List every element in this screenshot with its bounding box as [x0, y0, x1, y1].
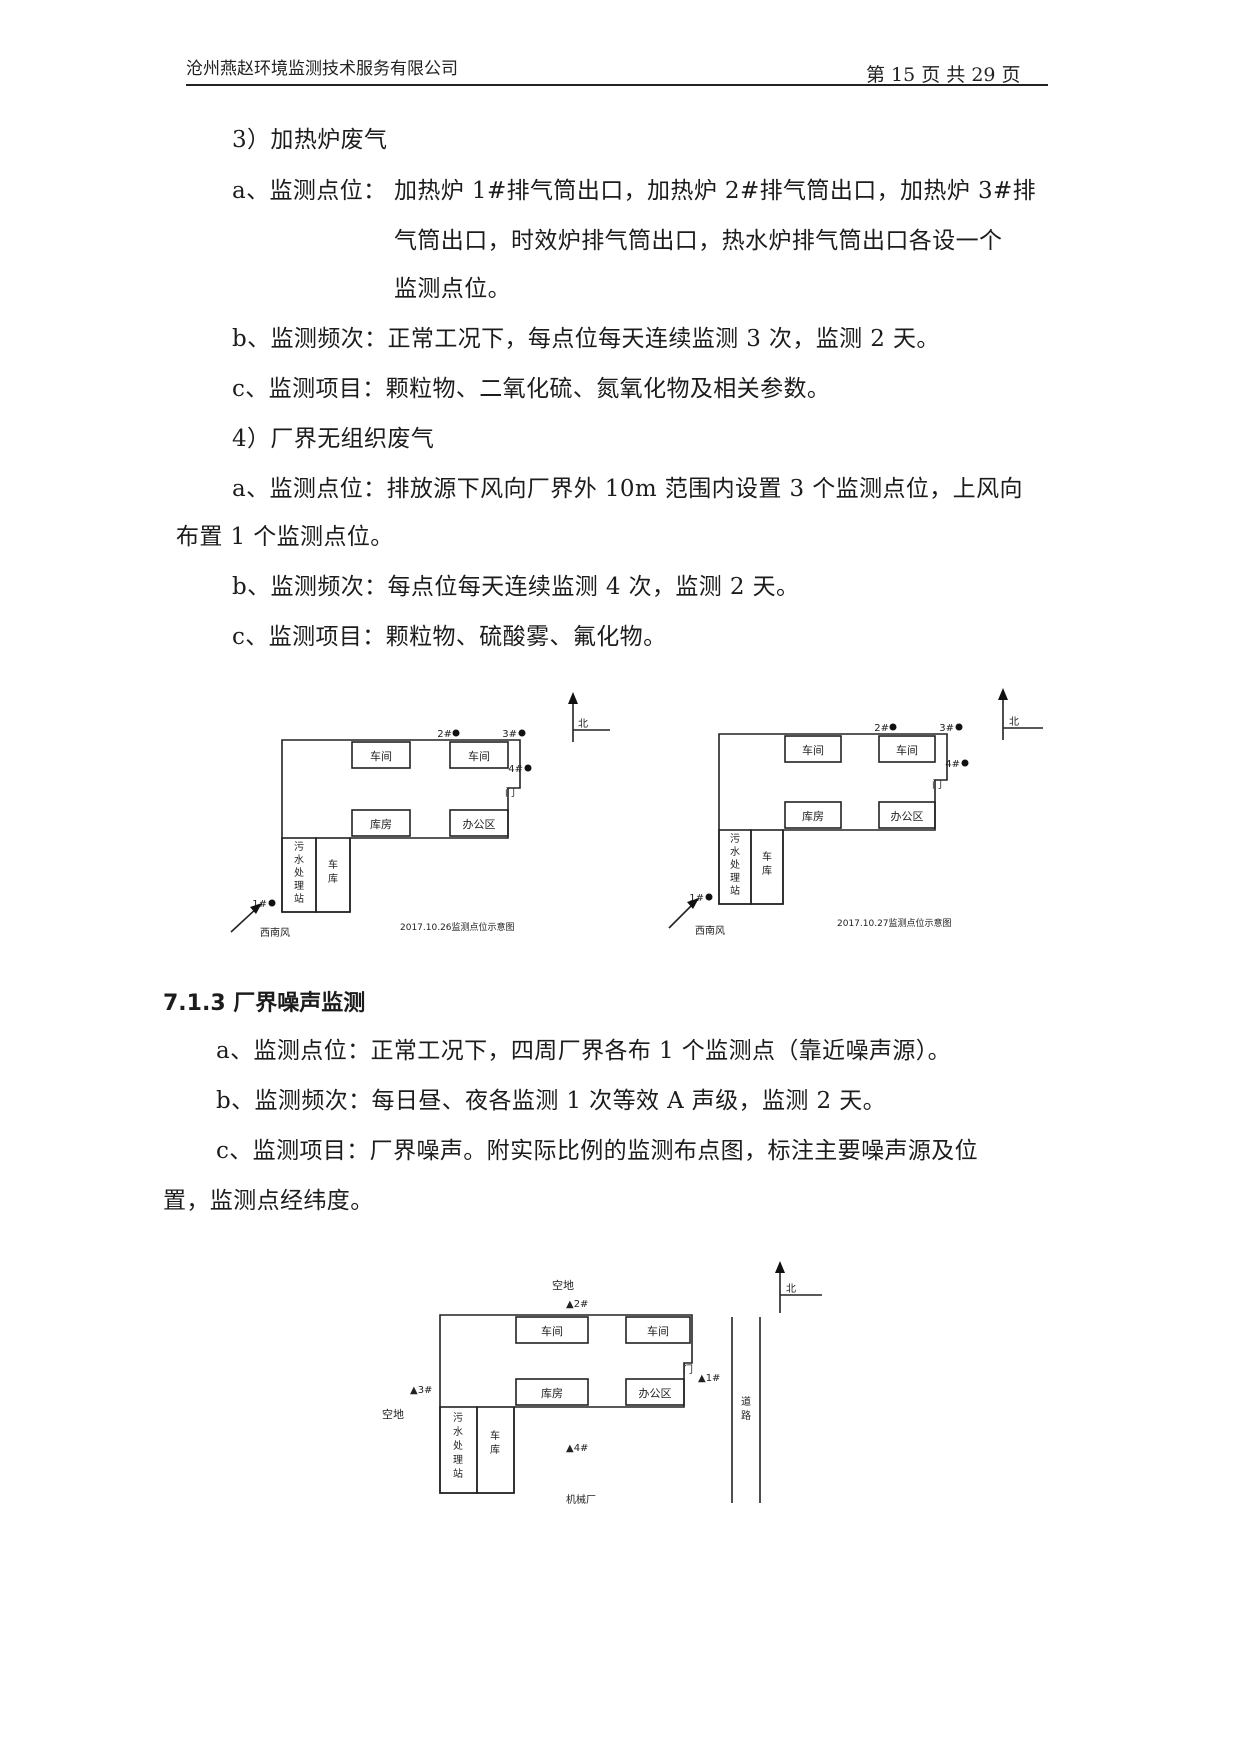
workshop-box — [878, 735, 936, 763]
machinery-plant-label: 机械厂 — [566, 1493, 596, 1506]
warehouse-box — [351, 809, 411, 837]
gate-label: 门 — [932, 778, 942, 791]
north-arrow-head — [568, 692, 578, 704]
point-2-marker — [889, 723, 897, 731]
garage-box — [750, 829, 784, 905]
workshop-label: 车间 — [370, 749, 392, 763]
garage-box — [476, 1406, 515, 1494]
workshop-label: 车间 — [802, 743, 824, 757]
diagram-caption: 2017.10.26监测点位示意图 — [400, 921, 515, 933]
point-3-marker — [518, 729, 526, 737]
wind-arrow-head — [250, 903, 262, 914]
workshop-box — [625, 1316, 691, 1344]
noise-point-2-label: ▲2# — [566, 1299, 588, 1310]
open-land-north-label: 空地 — [552, 1278, 574, 1292]
noise-c-line1: c、监测项目：厂界噪声。附实际比例的监测布点图，标注主要噪声源及位 — [216, 1138, 979, 1164]
sec3-a-line1: 加热炉 1#排气筒出口，加热炉 2#排气筒出口，加热炉 3#排 — [394, 178, 1037, 204]
warehouse-label: 库房 — [370, 818, 392, 831]
sec3-c: c、监测项目：颗粒物、二氧化硫、氮氧化物及相关参数。 — [232, 376, 831, 402]
office-box — [449, 809, 509, 837]
header-rule — [186, 84, 1048, 86]
garage-label: 车库 — [762, 850, 772, 877]
noise-point-4-label: ▲4# — [566, 1443, 588, 1454]
sec3-b: b、监测频次：正常工况下，每点位每天连续监测 3 次，监测 2 天。 — [232, 326, 940, 352]
point-4-label: 4# — [508, 764, 523, 775]
noise-title: 7.1.3 厂界噪声监测 — [163, 991, 366, 1016]
point-2-marker — [452, 729, 460, 737]
point-2-label: 2# — [874, 723, 889, 734]
garage-box — [315, 837, 351, 913]
point-3-label: 3# — [502, 729, 517, 740]
sec3-a-label: a、监测点位： — [232, 178, 387, 204]
workshop-box — [449, 741, 509, 769]
noise-point-1-label: ▲1# — [698, 1373, 720, 1384]
gate-label: 门 — [505, 786, 515, 799]
open-land-west-label: 空地 — [382, 1407, 404, 1421]
header-company: 沧州燕赵环境监测技术服务有限公司 — [186, 59, 458, 79]
wind-label: 西南风 — [695, 924, 725, 937]
office-label: 办公区 — [463, 818, 496, 831]
diagram-noise-monitoring: 车间 车间 库房 办公区 污水处理站 车库 门 空地 ▲2# ▲3# 空地 ▲1… — [382, 1261, 822, 1506]
office-box — [625, 1378, 685, 1406]
diagram-2017-10-26: 车间 车间 库房 办公区 污水处理站 车库 门 2# 3# 4# 1# 西南风 … — [230, 692, 610, 939]
wind-arrow — [668, 901, 696, 929]
workshop-box — [784, 735, 842, 763]
workshop-box — [515, 1316, 589, 1344]
noise-c-line2: 置，监测点经纬度。 — [163, 1188, 374, 1214]
workshop-box — [351, 741, 411, 769]
office-box — [878, 801, 936, 829]
wind-label: 西南风 — [260, 926, 290, 939]
north-label: 北 — [1009, 716, 1019, 728]
sec4-title: 4）厂界无组织废气 — [232, 426, 435, 452]
workshop-label: 车间 — [896, 743, 918, 757]
sec3-a-line2: 气筒出口，时效炉排气筒出口，热水炉排气筒出口各设一个 — [394, 228, 1003, 254]
wastewater-label: 污水处理站 — [294, 841, 304, 905]
workshop-label: 车间 — [647, 1324, 669, 1338]
north-label: 北 — [578, 718, 588, 730]
point-3-label: 3# — [939, 723, 954, 734]
warehouse-label: 库房 — [541, 1387, 563, 1400]
wastewater-label: 污水处理站 — [453, 1412, 463, 1480]
point-1-marker — [268, 899, 276, 907]
noise-b: b、监测频次：每日昼、夜各监测 1 次等效 A 声级，监测 2 天。 — [216, 1088, 887, 1114]
noise-point-3-label: ▲3# — [410, 1385, 432, 1396]
garage-label: 车库 — [490, 1429, 500, 1456]
north-arrow-head — [998, 688, 1008, 700]
office-label: 办公区 — [639, 1387, 672, 1400]
point-1-label: 1# — [689, 893, 704, 904]
point-4-marker — [961, 759, 969, 767]
point-4-marker — [524, 764, 532, 772]
gate-label: 门 — [683, 1363, 693, 1376]
sec3-title: 3）加热炉废气 — [232, 127, 388, 153]
warehouse-box — [784, 801, 842, 829]
noise-a: a、监测点位：正常工况下，四周厂界各布 1 个监测点（靠近噪声源）。 — [216, 1038, 952, 1064]
point-3-marker — [955, 723, 963, 731]
office-label: 办公区 — [891, 810, 924, 823]
header-page-info: 第 15 页 共 29 页 — [866, 64, 1021, 86]
sec4-a-line1: a、监测点位：排放源下风向厂界外 10m 范围内设置 3 个监测点位，上风向 — [232, 476, 1023, 502]
diagram-caption: 2017.10.27监测点位示意图 — [837, 917, 952, 929]
garage-label: 车库 — [328, 858, 338, 885]
warehouse-label: 库房 — [802, 810, 824, 823]
point-4-label: 4# — [945, 759, 960, 770]
workshop-label: 车间 — [541, 1324, 563, 1338]
diagram-2017-10-27: 车间 车间 库房 办公区 污水处理站 车库 门 2# 3# 4# 1# 西南风 … — [668, 688, 1043, 937]
wind-arrow-head — [687, 898, 699, 909]
wind-arrow — [230, 906, 259, 933]
sec4-b: b、监测频次：每点位每天连续监测 4 次，监测 2 天。 — [232, 574, 800, 600]
warehouse-box — [515, 1378, 589, 1406]
sec3-a-line3: 监测点位。 — [394, 276, 511, 302]
point-1-marker — [705, 893, 713, 901]
road-label: 道路 — [741, 1395, 751, 1422]
sec4-a-line2: 布置 1 个监测点位。 — [176, 524, 394, 550]
point-2-label: 2# — [437, 729, 452, 740]
workshop-label: 车间 — [468, 749, 490, 763]
north-arrow-head — [775, 1261, 785, 1273]
wastewater-label: 污水处理站 — [730, 833, 740, 897]
north-label: 北 — [786, 1283, 796, 1295]
sec4-c: c、监测项目：颗粒物、硫酸雾、氟化物。 — [232, 624, 667, 650]
